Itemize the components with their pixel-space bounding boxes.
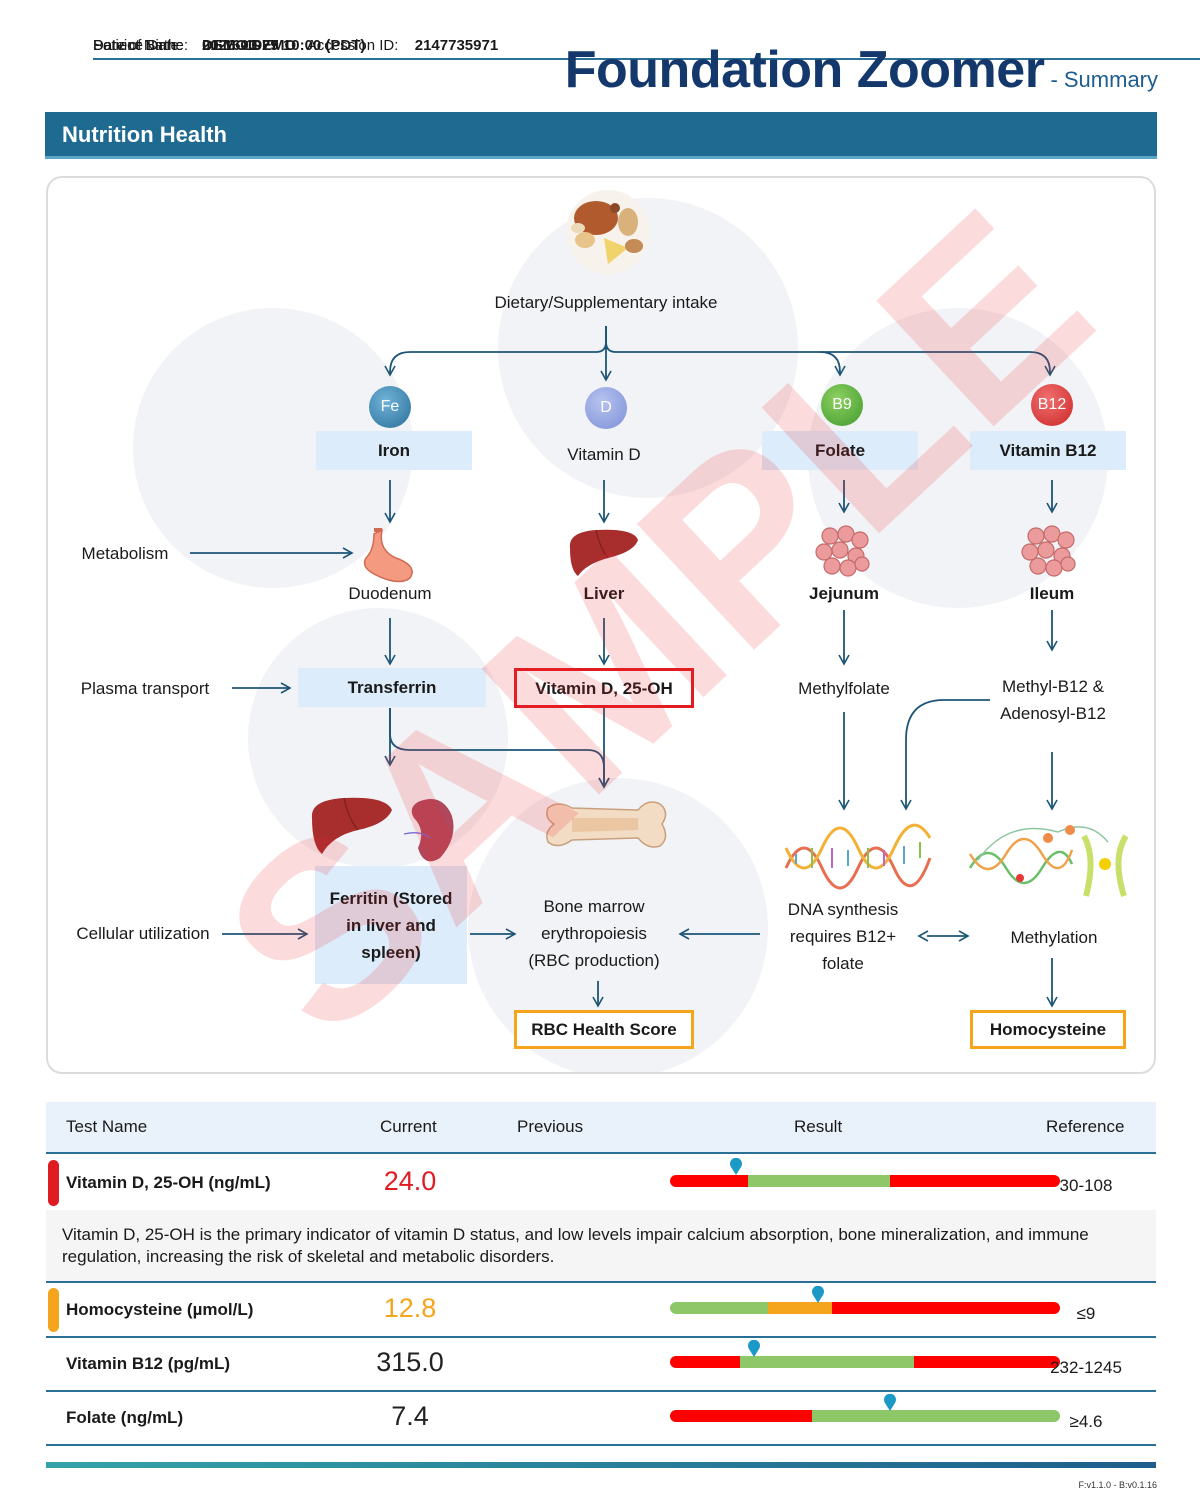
bone-illustration bbox=[546, 801, 667, 848]
result-range-bar bbox=[670, 1356, 1060, 1368]
table-row: Folate (ng/mL) 7.4 ≥4.6 bbox=[46, 1392, 1156, 1446]
liver-label: Liver bbox=[583, 583, 625, 603]
food-illustration bbox=[566, 190, 650, 274]
test-description: Vitamin D, 25-OH is the primary indicato… bbox=[46, 1210, 1156, 1283]
test-name: Vitamin D, 25-OH (ng/mL) bbox=[66, 1173, 271, 1192]
ferritin-node: Ferritin (Stored in liver and spleen) bbox=[315, 866, 467, 984]
dna-illustration bbox=[784, 823, 932, 890]
pathway-arrows bbox=[190, 190, 1129, 1008]
cellular-utilization-label: Cellular utilization bbox=[76, 923, 210, 943]
table-row: Homocysteine (µmol/L) 12.8 ≤9 bbox=[46, 1284, 1156, 1338]
test-name: Vitamin B12 (pg/mL) bbox=[66, 1354, 231, 1373]
methyl-b12-node: Methyl-B12 & Adenosyl-B12 bbox=[1000, 677, 1106, 723]
section-title: Nutrition Health bbox=[62, 122, 227, 147]
results-table-header: Test Name Current Previous Result Refere… bbox=[46, 1102, 1156, 1154]
service-date-value: 2026-03-29 10:00 (PDT) bbox=[202, 37, 366, 54]
patient-name-value: DEMO DEMO bbox=[202, 37, 297, 54]
background-shape-lower bbox=[248, 608, 508, 868]
plasma-transport-label: Plasma transport bbox=[80, 678, 210, 698]
methylation-illustration bbox=[968, 825, 1129, 897]
homocysteine-node: Homocysteine bbox=[970, 1010, 1126, 1049]
liver-illustration bbox=[569, 529, 638, 576]
range-segment bbox=[670, 1356, 741, 1368]
patient-name-label: Patient Name: bbox=[93, 37, 189, 54]
current-value: 12.8 bbox=[383, 1293, 437, 1323]
methylation-node: Methylation bbox=[1010, 927, 1098, 947]
result-marker bbox=[812, 1286, 825, 1303]
header-previous: Previous bbox=[517, 1117, 584, 1136]
range-segment bbox=[831, 1302, 1060, 1314]
range-segment bbox=[913, 1356, 1060, 1368]
ileum-label: Ileum bbox=[1029, 583, 1075, 603]
accession-value: 2147735971 bbox=[414, 37, 499, 54]
duodenum-label: Duodenum bbox=[348, 583, 432, 603]
dob-label: Date of Birth: bbox=[93, 37, 181, 54]
footer-divider bbox=[46, 1462, 1156, 1468]
current-value: 24.0 bbox=[383, 1166, 437, 1196]
range-segment bbox=[670, 1175, 748, 1187]
range-segment bbox=[767, 1302, 832, 1314]
status-flag bbox=[48, 1288, 59, 1332]
reference-range: ≤9 bbox=[1076, 1304, 1096, 1323]
rbc-health-score-node: RBC Health Score bbox=[514, 1010, 694, 1049]
header-test-name: Test Name bbox=[66, 1117, 148, 1136]
vitamin-b12-badge: B12 bbox=[1031, 384, 1073, 426]
result-range-bar bbox=[670, 1410, 1060, 1422]
metabolism-label: Metabolism bbox=[81, 543, 169, 563]
bone-marrow-node: Bone marrow erythropoiesis (RBC producti… bbox=[528, 896, 660, 970]
methylfolate-node: Methylfolate bbox=[798, 678, 890, 698]
folate-badge: B9 bbox=[821, 384, 863, 426]
reference-range: 30-108 bbox=[1059, 1176, 1113, 1195]
table-row: Vitamin D, 25-OH (ng/mL) 24.0 30-108 bbox=[46, 1156, 1156, 1210]
result-range-bar bbox=[670, 1302, 1060, 1314]
report-brand: Foundation Zoomer - Summary bbox=[565, 40, 1158, 100]
background-shape-center bbox=[498, 198, 798, 498]
header-result: Result bbox=[794, 1117, 843, 1136]
range-segment bbox=[812, 1410, 1060, 1422]
nutrition-pathway-diagram: Dietary/Supplementary intake Fe D B9 B12… bbox=[46, 176, 1156, 1074]
iron-node: Iron bbox=[316, 431, 472, 470]
range-segment bbox=[748, 1175, 891, 1187]
stomach-illustration bbox=[363, 528, 413, 583]
range-segment bbox=[670, 1410, 813, 1422]
service-date-label: Service Date: bbox=[93, 37, 184, 54]
test-name: Homocysteine (µmol/L) bbox=[66, 1300, 254, 1319]
result-marker bbox=[730, 1158, 743, 1175]
vitamin-d-25oh-node: Vitamin D, 25-OH bbox=[514, 668, 694, 708]
vitamin-d-badge: D bbox=[585, 387, 627, 429]
report-title: Foundation Zoomer bbox=[564, 41, 1045, 99]
dob-value: 01-16-1977 bbox=[202, 37, 279, 54]
report-subtitle: - Summary bbox=[1050, 67, 1158, 92]
header-current: Current bbox=[380, 1117, 437, 1136]
reference-range: 232-1245 bbox=[1050, 1358, 1122, 1377]
range-segment bbox=[890, 1175, 1060, 1187]
vitamin-b12-node: Vitamin B12 bbox=[970, 431, 1126, 470]
result-marker bbox=[747, 1340, 760, 1357]
dna-synthesis-node: DNA synthesis requires B12+ folate bbox=[787, 899, 899, 973]
jejunum-illustration bbox=[815, 525, 870, 577]
accession-label: Accession ID: bbox=[306, 37, 399, 54]
transferrin-node: Transferrin bbox=[298, 668, 486, 707]
folate-node: Folate bbox=[762, 431, 918, 470]
intake-label: Dietary/Supplementary intake bbox=[494, 292, 718, 312]
result-range-bar bbox=[670, 1175, 1060, 1187]
range-segment bbox=[740, 1356, 914, 1368]
reference-range: ≥4.6 bbox=[1069, 1412, 1103, 1431]
iron-badge: Fe bbox=[369, 386, 411, 428]
jejunum-label: Jejunum bbox=[809, 583, 879, 603]
table-row: Vitamin B12 (pg/mL) 315.0 232-1245 bbox=[46, 1338, 1156, 1392]
service-date-row: Service Date: 2026-03-29 10:00 (PDT) bbox=[93, 34, 1200, 60]
liver-spleen-illustration bbox=[311, 797, 454, 862]
current-value: 7.4 bbox=[391, 1401, 429, 1431]
ileum-illustration bbox=[1021, 525, 1076, 577]
range-segment bbox=[670, 1302, 768, 1314]
status-flag bbox=[48, 1160, 59, 1206]
current-value: 315.0 bbox=[376, 1347, 444, 1377]
version-label: F:v1.1.0 - B:v0.1.16 bbox=[1078, 1480, 1157, 1490]
section-header: Nutrition Health bbox=[45, 112, 1157, 159]
test-name: Folate (ng/mL) bbox=[66, 1408, 184, 1427]
vitamin-d-node: Vitamin D bbox=[567, 444, 641, 464]
result-marker bbox=[884, 1394, 897, 1411]
header-reference: Reference bbox=[1046, 1117, 1125, 1136]
